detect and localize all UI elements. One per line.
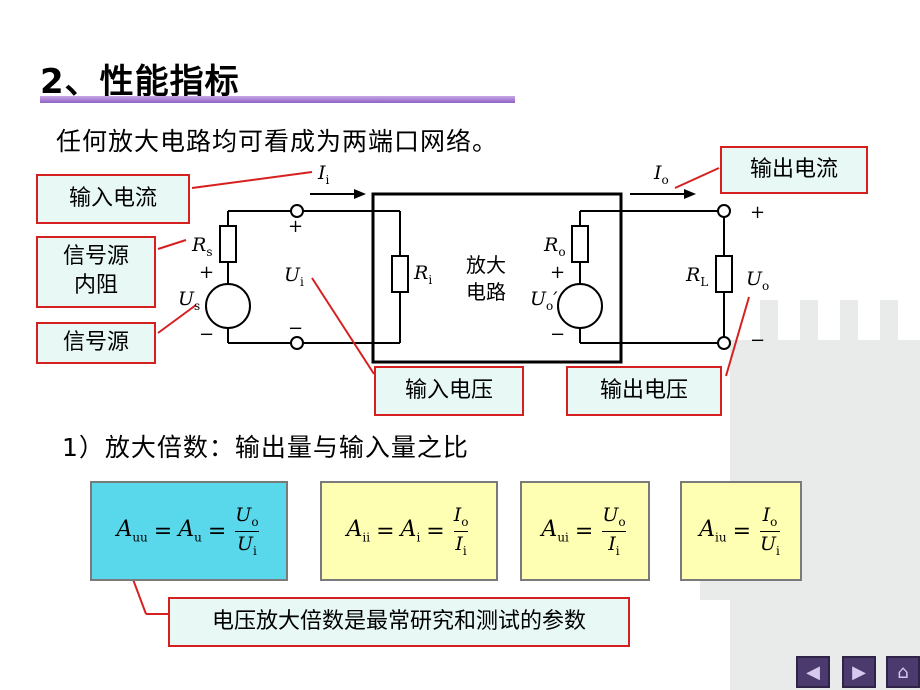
ui-symbol: Ui bbox=[284, 264, 304, 289]
source-plus-sign: + bbox=[199, 262, 215, 283]
rs-resistor bbox=[219, 225, 237, 263]
amplifier-box bbox=[371, 192, 623, 364]
output-minus-sign: − bbox=[750, 330, 766, 351]
label-output-voltage: 输出电压 bbox=[566, 366, 722, 416]
output-plus-sign: + bbox=[750, 202, 766, 223]
page-title: 2、性能指标 bbox=[40, 62, 240, 102]
ro-symbol: Ro bbox=[544, 234, 566, 259]
label-source-resistance: 信号源 内阻 bbox=[36, 236, 156, 308]
previous-icon: ◀ bbox=[806, 661, 820, 683]
home-button[interactable]: ⌂ bbox=[886, 656, 920, 688]
formula-current-gain: Aii = Ai = Io Ii bbox=[320, 481, 498, 581]
formula-voltage-gain: Auu = Au = Uo Ui bbox=[90, 481, 288, 581]
ro-resistor bbox=[571, 225, 589, 263]
previous-button[interactable]: ◀ bbox=[796, 656, 830, 688]
source-circle bbox=[205, 283, 251, 329]
rs-symbol: Rs bbox=[192, 234, 213, 259]
output-source-circle bbox=[557, 283, 603, 329]
uo-prime-symbol: Uo′ bbox=[530, 288, 558, 313]
label-input-current: 输入电流 bbox=[36, 174, 190, 224]
uo-symbol: Uo bbox=[746, 268, 770, 293]
note-voltage-gain: 电压放大倍数是最常研究和测试的参数 bbox=[168, 597, 630, 647]
output-source-plus-sign: + bbox=[550, 262, 566, 283]
next-button[interactable]: ▶ bbox=[842, 656, 876, 688]
input-minus-sign: − bbox=[288, 318, 304, 339]
rl-symbol: RL bbox=[686, 264, 709, 289]
label-output-current: 输出电流 bbox=[720, 146, 868, 194]
rl-resistor bbox=[715, 255, 733, 293]
io-symbol: Io bbox=[654, 162, 669, 187]
formula-transresistance-gain: Aui = Uo Ii bbox=[520, 481, 650, 581]
ri-symbol: Ri bbox=[414, 262, 433, 287]
ri-resistor bbox=[391, 255, 409, 293]
next-icon: ▶ bbox=[852, 661, 866, 683]
section-heading: 1）放大倍数：输出量与输入量之比 bbox=[62, 433, 469, 462]
ii-symbol: Ii bbox=[318, 162, 330, 187]
subtitle: 任何放大电路均可看成为两端口网络。 bbox=[56, 127, 499, 156]
output-source-minus-sign: − bbox=[550, 324, 566, 345]
formula-transconductance-gain: Aiu = Io Ui bbox=[680, 481, 802, 581]
us-symbol: Us bbox=[178, 288, 201, 313]
input-plus-sign: + bbox=[288, 216, 304, 237]
title-underline bbox=[40, 96, 515, 103]
label-signal-source: 信号源 bbox=[36, 322, 156, 364]
home-icon: ⌂ bbox=[897, 661, 909, 683]
amplifier-label: 放大 电路 bbox=[466, 253, 506, 304]
label-input-voltage: 输入电压 bbox=[374, 366, 524, 416]
source-minus-sign: − bbox=[199, 324, 215, 345]
